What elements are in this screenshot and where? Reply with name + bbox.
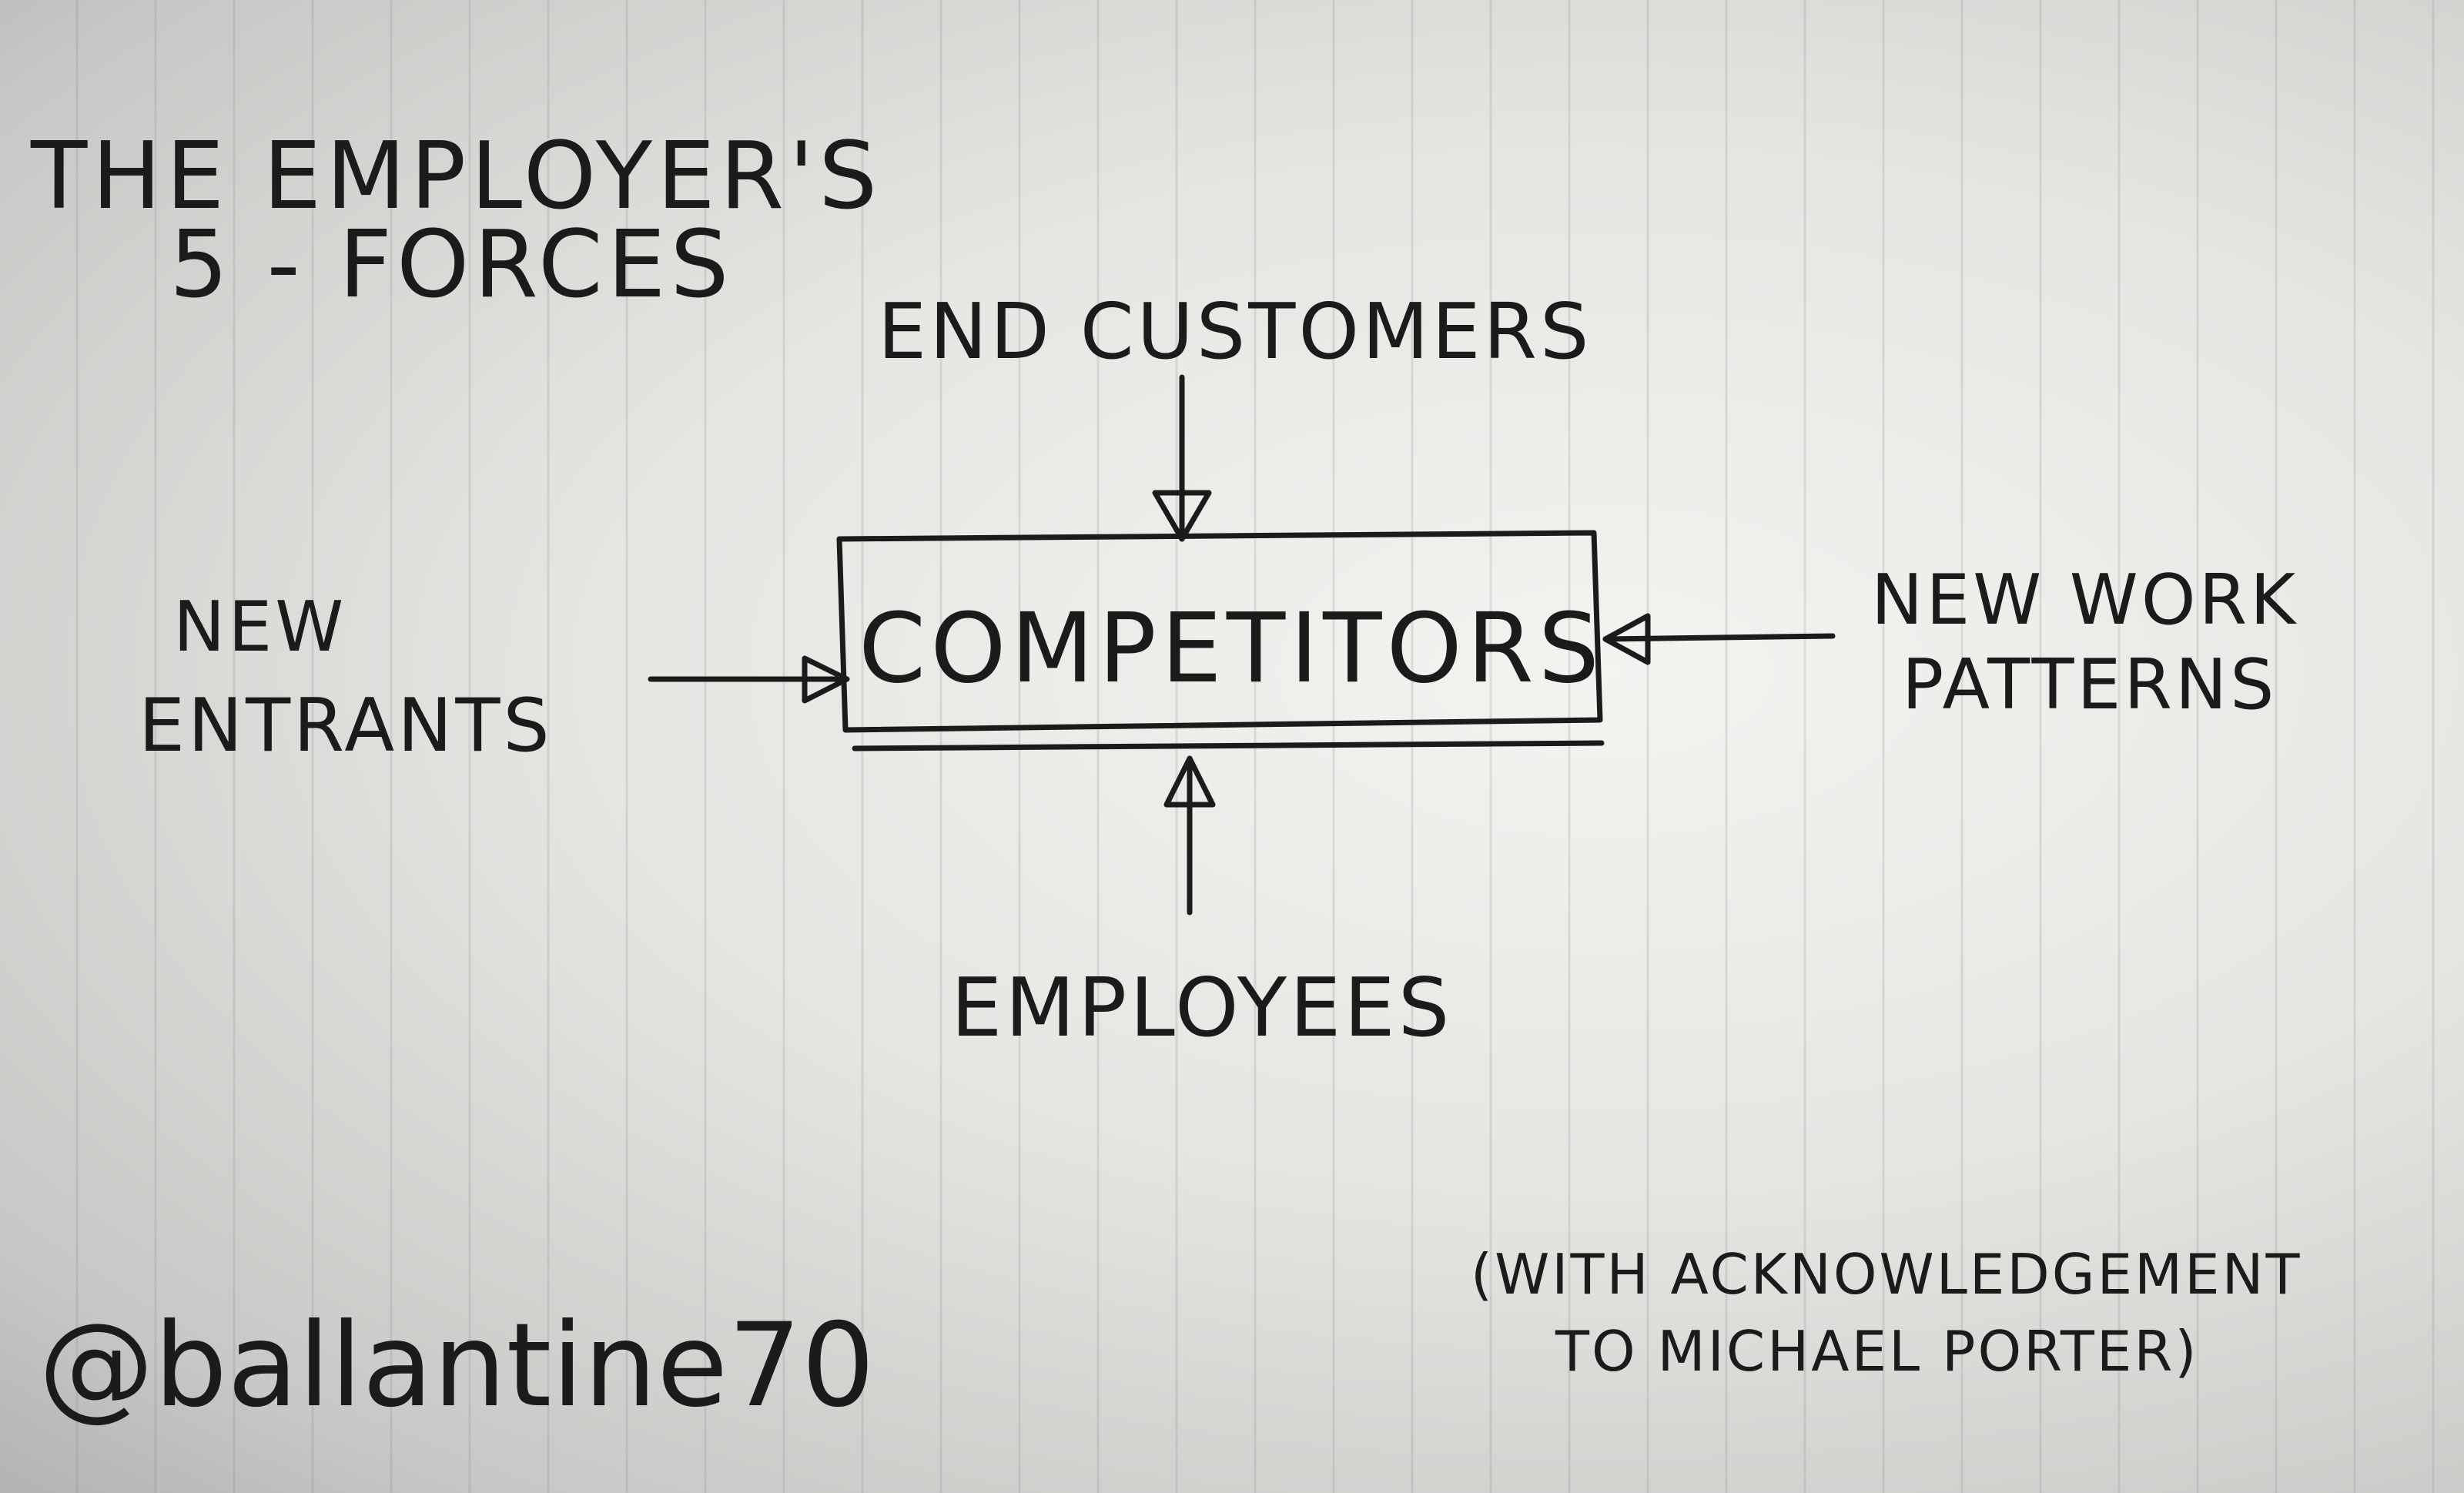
center-competitors: COMPETITORS [859,593,1604,705]
arrow-up-from-employees [1163,755,1216,916]
title-line-1: THE EMPLOYER'S [30,123,882,230]
arrow-right-from-new-entrants [648,655,850,704]
force-new-work-patterns-line-1: NEW WORK [1871,560,2298,641]
signature-handle: @ballantine70 [38,1299,875,1433]
arrow-down-from-end-customers [1152,374,1212,542]
force-end-customers: END CUSTOMERS [878,286,1592,377]
force-new-work-patterns-line-2: PATTERNS [1902,644,2277,725]
arrow-left-from-new-work-patterns [1602,613,1836,665]
title-line-2: 5 - FORCES [169,212,734,319]
acknowledgement-line-1: (WITH ACKNOWLEDGEMENT [1471,1242,2302,1307]
force-new-entrants-line-2: ENTRANTS [139,684,553,768]
acknowledgement-line-2: TO MICHAEL PORTER) [1555,1319,2199,1384]
force-new-entrants-line-1: NEW [173,587,346,668]
competitors-box [836,530,1605,752]
force-employees: EMPLOYEES [951,961,1452,1055]
